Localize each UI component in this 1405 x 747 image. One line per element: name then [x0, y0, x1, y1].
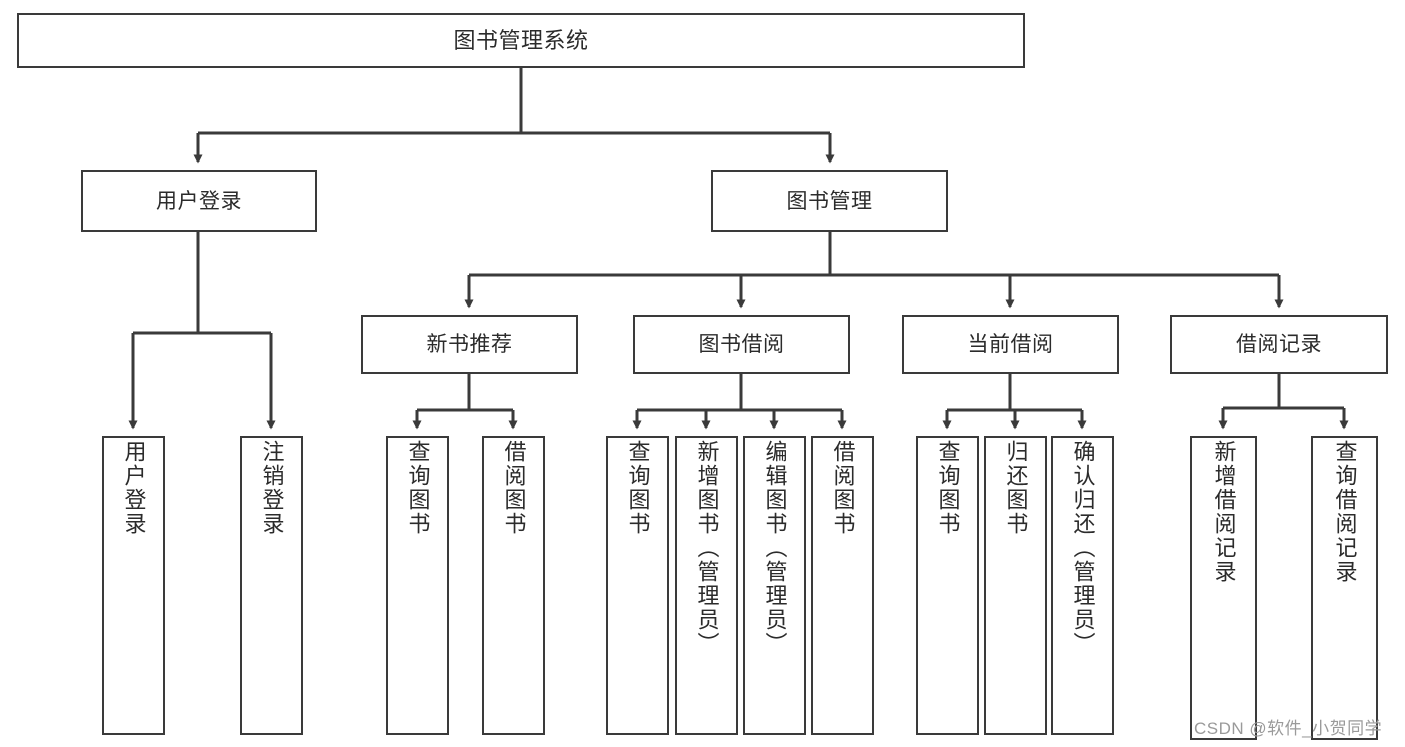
- node-label: 图书管理: [786, 189, 873, 213]
- node-book-manage[interactable]: 图书管理: [711, 170, 948, 232]
- node-label: 确认归还（管理员）: [1070, 440, 1096, 656]
- node-label: 当前借阅: [967, 333, 1054, 356]
- csdn-watermark: CSDN @软件_小贺同学: [1194, 719, 1383, 738]
- node-label: 用户登录: [156, 189, 242, 213]
- node-leaf-query-book-borrow[interactable]: 查询图书: [606, 436, 669, 735]
- node-leaf-add-borrow-record[interactable]: 新增借阅记录: [1190, 436, 1257, 740]
- node-borrow-record[interactable]: 借阅记录: [1170, 315, 1388, 374]
- node-label: 用户登录: [121, 440, 147, 536]
- node-leaf-query-book-recommend[interactable]: 查询图书: [386, 436, 449, 735]
- node-leaf-edit-book-admin[interactable]: 编辑图书（管理员）: [743, 436, 806, 735]
- node-leaf-query-borrow-record[interactable]: 查询借阅记录: [1311, 436, 1378, 740]
- node-new-book-recommend[interactable]: 新书推荐: [361, 315, 578, 374]
- node-label: 注销登录: [259, 440, 285, 536]
- node-label: 新增图书（管理员）: [694, 440, 720, 656]
- node-leaf-confirm-return-admin[interactable]: 确认归还（管理员）: [1051, 436, 1114, 735]
- node-label: 查询图书: [625, 440, 651, 536]
- node-label: 归还图书: [1003, 440, 1029, 536]
- node-label: 新书推荐: [426, 333, 513, 356]
- node-current-borrow[interactable]: 当前借阅: [902, 315, 1119, 374]
- node-leaf-borrow-book[interactable]: 借阅图书: [811, 436, 874, 735]
- node-label: 图书管理系统: [453, 27, 589, 53]
- node-label: 查询图书: [405, 440, 431, 536]
- node-label: 查询借阅记录: [1332, 440, 1358, 584]
- node-label: 借阅图书: [501, 440, 527, 536]
- node-label: 编辑图书（管理员）: [762, 440, 788, 656]
- node-label: 借阅图书: [830, 440, 856, 536]
- node-leaf-add-book-admin[interactable]: 新增图书（管理员）: [675, 436, 738, 735]
- node-user-login[interactable]: 用户登录: [81, 170, 317, 232]
- node-leaf-return-book[interactable]: 归还图书: [984, 436, 1047, 735]
- node-leaf-borrow-book-recommend[interactable]: 借阅图书: [482, 436, 545, 735]
- node-label: 借阅记录: [1236, 333, 1322, 356]
- node-book-borrow[interactable]: 图书借阅: [633, 315, 850, 374]
- node-leaf-query-book-current[interactable]: 查询图书: [916, 436, 979, 735]
- node-label: 图书借阅: [698, 333, 785, 356]
- node-book-management-system[interactable]: 图书管理系统: [17, 13, 1025, 68]
- node-label: 查询图书: [935, 440, 961, 536]
- node-leaf-logout-login[interactable]: 注销登录: [240, 436, 303, 735]
- node-label: 新增借阅记录: [1211, 440, 1237, 584]
- node-leaf-user-login[interactable]: 用户登录: [102, 436, 165, 735]
